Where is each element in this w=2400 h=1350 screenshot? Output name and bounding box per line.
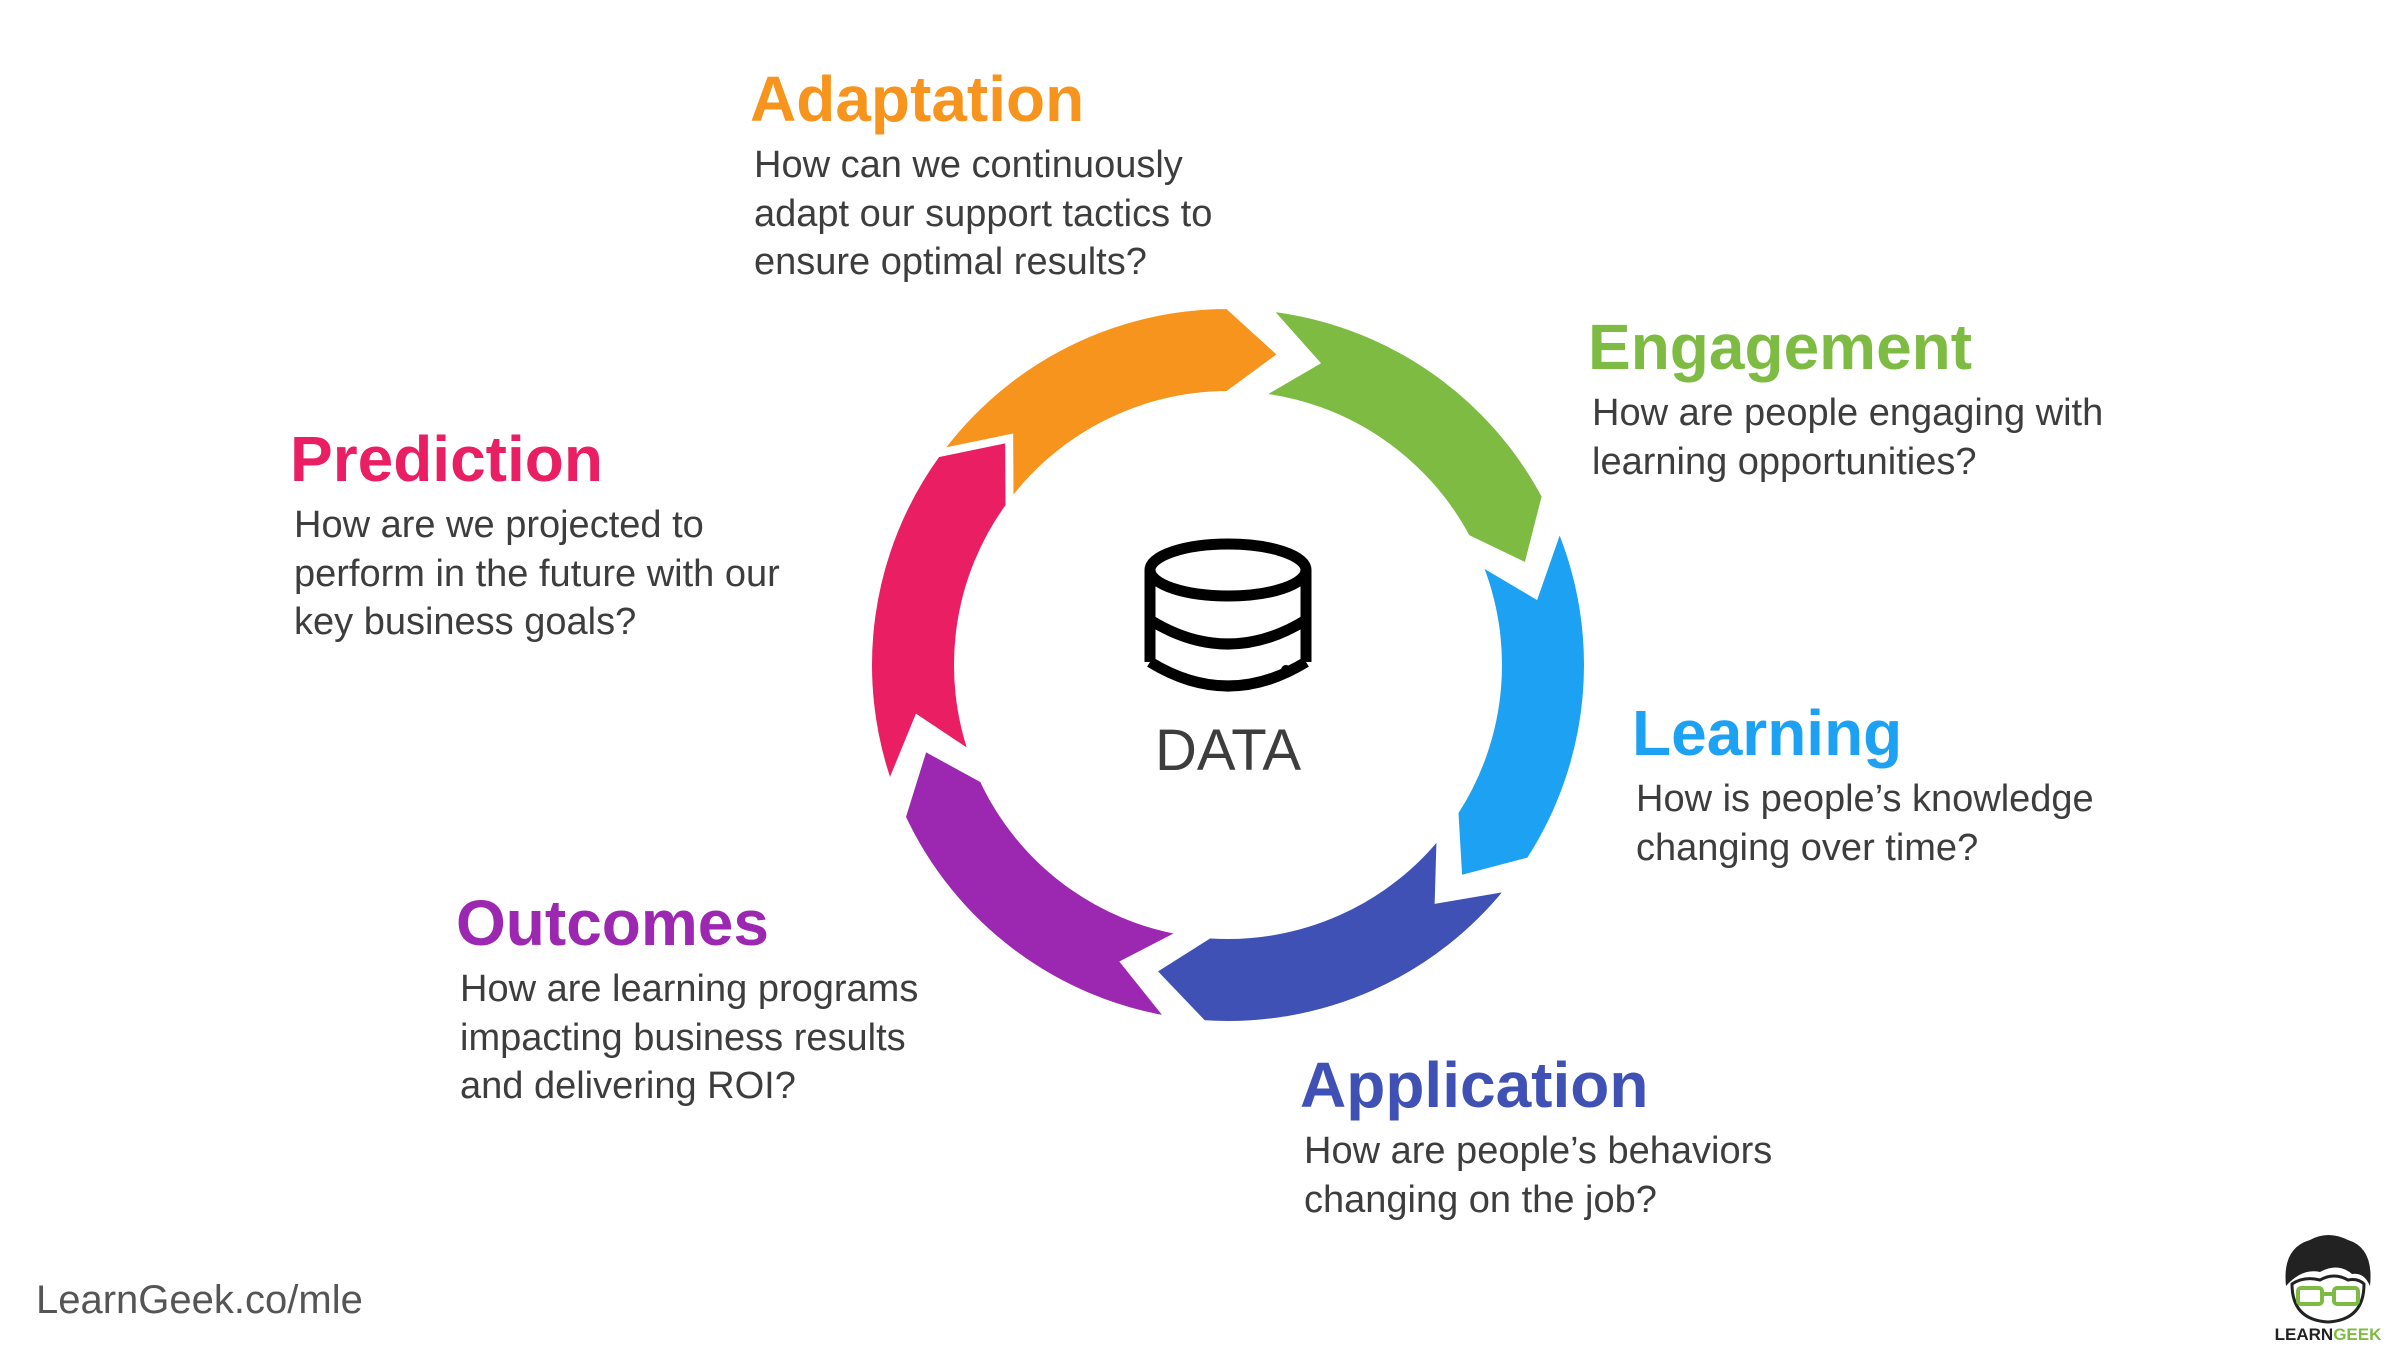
cycle-segment-engagement (1243, 301, 1551, 574)
stage-adaptation: Adaptation How can we continuously adapt… (750, 63, 1370, 287)
logo-text-geek: GEEK (2333, 1325, 2382, 1344)
stage-title: Prediction (290, 423, 603, 495)
stage-prediction: Prediction How are we projected to perfo… (290, 423, 910, 647)
stage-title: Engagement (1588, 311, 1973, 383)
logo-text-learn: LEARN (2275, 1325, 2334, 1344)
stage-description: How are people engaging with learning op… (1592, 392, 2104, 483)
stage-description: How is people’s knowledge changing over … (1636, 778, 2094, 869)
stage-learning: Learning How is people’s knowledge chang… (1632, 697, 2252, 872)
stage-engagement: Engagement How are people engaging with … (1588, 311, 2208, 486)
stage-description: How can we continuously adapt our suppor… (754, 144, 1213, 284)
center-label: DATA (1155, 718, 1301, 783)
cycle-segment-prediction (864, 433, 1014, 800)
cycle-segment-outcomes (897, 740, 1199, 1027)
cycle-segment-learning (1450, 513, 1592, 885)
stage-title: Application (1300, 1049, 1649, 1121)
database-icon (1144, 538, 1312, 692)
cycle-segment-adaptation (920, 300, 1290, 527)
stage-outcomes: Outcomes How are learning programs impac… (456, 887, 1076, 1111)
stage-title: Outcomes (456, 887, 769, 959)
stage-application: Application How are people’s behaviors c… (1300, 1049, 1920, 1224)
learngeek-logo: LEARNGEEK (2275, 1235, 2382, 1344)
stage-description: How are we projected to perform in the f… (294, 504, 780, 644)
footer-link[interactable]: LearnGeek.co/mle (36, 1278, 363, 1322)
svg-text:LEARNGEEK: LEARNGEEK (2275, 1325, 2382, 1344)
stage-title: Learning (1632, 697, 1903, 769)
stage-description: How are learning programs impacting busi… (460, 968, 919, 1108)
stage-title: Adaptation (750, 63, 1085, 135)
cycle-segment-application (1145, 819, 1522, 1029)
stage-description: How are people’s behaviors changing on t… (1304, 1130, 1773, 1221)
geek-face-icon (2285, 1235, 2371, 1324)
